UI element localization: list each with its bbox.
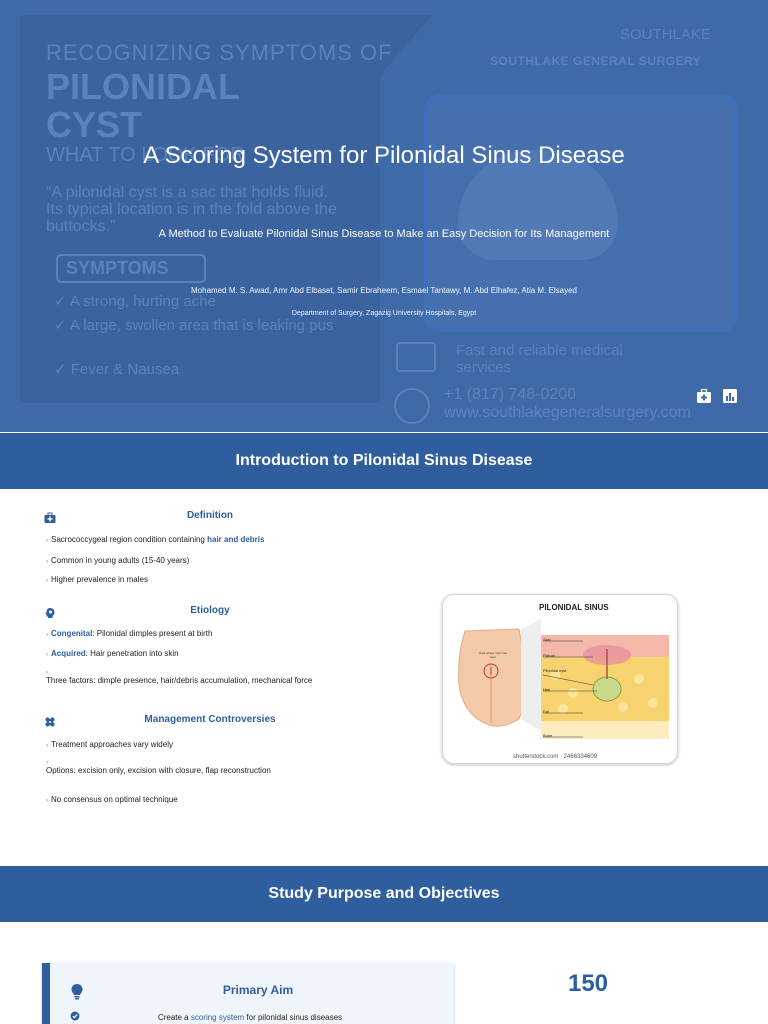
primary-aim-title: Primary Aim <box>222 983 294 997</box>
bar-chart-icon[interactable] <box>722 388 738 404</box>
medical-kit-icon[interactable] <box>696 388 712 404</box>
etiology-bullet-1: ›Congenital: Pilonidal dimples present a… <box>46 629 213 638</box>
background-what-to-look-for-text: WHAT TO LOOK FOR <box>46 144 245 166</box>
background-symptom-3: ✓ Fever & Nausea <box>54 361 180 378</box>
label-pilonidal-cyst: Pilonidal cyst <box>543 668 567 673</box>
background-symptom-1: ✓ A strong, hurting ache <box>54 293 216 310</box>
ambulance-icon <box>396 342 436 372</box>
label-bone: Bone <box>543 733 553 738</box>
background-symptom-2-text: A large, swollen area that is leaking pu… <box>69 317 334 334</box>
management-bullet-2: ›Options: excision only, excision with c… <box>46 760 271 775</box>
background-pilonidal-text: PILONIDAL <box>46 66 240 107</box>
definition-bullet-1-highlight: hair and debris <box>207 535 265 544</box>
definition-title: Definition <box>186 510 234 521</box>
management-bullet-2-text: Options: excision only, excision with cl… <box>46 766 271 775</box>
management-header: Management Controversies <box>40 714 400 732</box>
department-line: Department of Surgery, Zagazig Universit… <box>291 310 477 317</box>
label-hair: Hair <box>543 687 551 692</box>
hero-icon-group <box>696 388 738 404</box>
management-title: Management Controversies <box>144 714 276 725</box>
management-bullet-3: ›No consensus on optimal technique <box>46 795 178 804</box>
head-brain-icon <box>45 608 55 618</box>
authors-line: Mohamed M. S. Awad, Amr Abd Elbaset, Sam… <box>191 286 577 295</box>
etiology-bullet-3: ›Three factors: dimple presence, hair/de… <box>46 670 313 685</box>
definition-bullet-1-text: Sacrococcygeal region condition containi… <box>51 535 208 544</box>
bandage-icon <box>45 717 55 727</box>
background-recognizing-text: RECOGNIZING SYMPTOMS OF <box>46 40 393 65</box>
pilonidal-sinus-illustration: PILONIDAL SINUS Skin Fistula Pilonidal c… <box>442 594 678 764</box>
management-bullet-3-text: No consensus on optimal technique <box>51 795 178 804</box>
background-photo-content <box>458 150 618 260</box>
etiology-bullet-3-text: Three factors: dimple presence, hair/deb… <box>46 676 313 685</box>
definition-bullet-2-text: Common in young adults (15-40 years) <box>51 556 190 565</box>
background-brand-name: SOUTHLAKE GENERAL SURGERY <box>490 54 702 68</box>
definition-bullet-2: ›Common in young adults (15-40 years) <box>46 556 190 565</box>
definition-bullet-1: ›Sacrococcygeal region condition contain… <box>46 535 265 544</box>
label-skin: Skin <box>543 637 551 642</box>
phone-icon <box>394 388 430 424</box>
page-subtitle: A Method to Evaluate Pilonidal Sinus Dis… <box>158 228 610 240</box>
label-cyst-area: Area where cyst may form <box>479 651 508 659</box>
definition-bullet-3: ›Higher prevalence in males <box>46 575 148 584</box>
hero-banner: RECOGNIZING SYMPTOMS OF PILONIDAL CYST W… <box>0 0 768 432</box>
etiology-header: Etiology <box>40 605 400 623</box>
background-tagline: Fast and reliable medical services <box>456 342 623 376</box>
background-quote-text: “A pilonidal cyst is a sac that holds fl… <box>46 184 337 235</box>
study-section-header: Study Purpose and Objectives <box>0 866 768 922</box>
etiology-title: Etiology <box>190 605 230 616</box>
primary-aim-text: Create a scoring system for pilonidal si… <box>50 1013 450 1022</box>
primary-aim-highlight: scoring system <box>190 1013 245 1022</box>
etiology-bullet-2-highlight: Acquired <box>51 649 86 658</box>
label-fistula: Fistula <box>543 653 555 658</box>
background-poster-panel <box>20 15 432 403</box>
check-circle-icon <box>70 1011 80 1021</box>
intro-section-header: Introduction to Pilonidal Sinus Disease <box>0 433 768 489</box>
management-bullet-1-text: Treatment approaches vary widely <box>51 740 173 749</box>
label-fat: Fat <box>543 709 549 714</box>
definition-section: Definition <box>40 510 400 528</box>
management-section: Management Controversies <box>40 714 400 732</box>
etiology-bullet-2-text: : Hair penetration into skin <box>85 649 179 658</box>
background-symptom-1-text: A strong, hurting ache <box>69 293 216 310</box>
background-website: www.southlakegeneralsurgery.com <box>444 404 691 421</box>
background-brand-logo: SOUTHLAKE <box>620 26 711 43</box>
background-phone: +1 (817) 748-0200 <box>444 386 577 403</box>
etiology-bullet-1-highlight: Congenital <box>51 629 93 638</box>
definition-bullet-3-text: Higher prevalence in males <box>51 575 148 584</box>
definition-header: Definition <box>40 510 400 528</box>
illustration-credit: shutterstock.com · 2466334609 <box>513 754 598 760</box>
lightbulb-icon <box>71 984 83 1000</box>
page-title: A Scoring System for Pilonidal Sinus Dis… <box>143 142 625 169</box>
patients-count-stat: 150 <box>567 970 609 997</box>
primary-aim-card: Primary Aim Create a scoring system for … <box>42 963 454 1024</box>
background-cyst-text: CYST <box>46 104 143 145</box>
illustration-graphic <box>458 619 669 739</box>
primary-aim-text-post: for pilonidal sinus diseases <box>244 1013 343 1022</box>
etiology-bullet-2: ›Acquired: Hair penetration into skin <box>46 649 179 658</box>
background-symptom-2: ✓ A large, swollen area that is leaking … <box>54 317 334 334</box>
etiology-section: Etiology <box>40 605 400 623</box>
medical-kit-icon <box>44 512 56 523</box>
background-symptom-3-text: Fever & Nausea <box>70 361 180 378</box>
primary-aim-text-pre: Create a <box>157 1013 191 1022</box>
background-symptoms-label: SYMPTOMS <box>56 254 206 283</box>
illustration-title: PILONIDAL SINUS <box>539 603 609 612</box>
etiology-bullet-1-text: : Pilonidal dimples present at birth <box>92 629 213 638</box>
management-bullet-1: ›Treatment approaches vary widely <box>46 740 173 749</box>
